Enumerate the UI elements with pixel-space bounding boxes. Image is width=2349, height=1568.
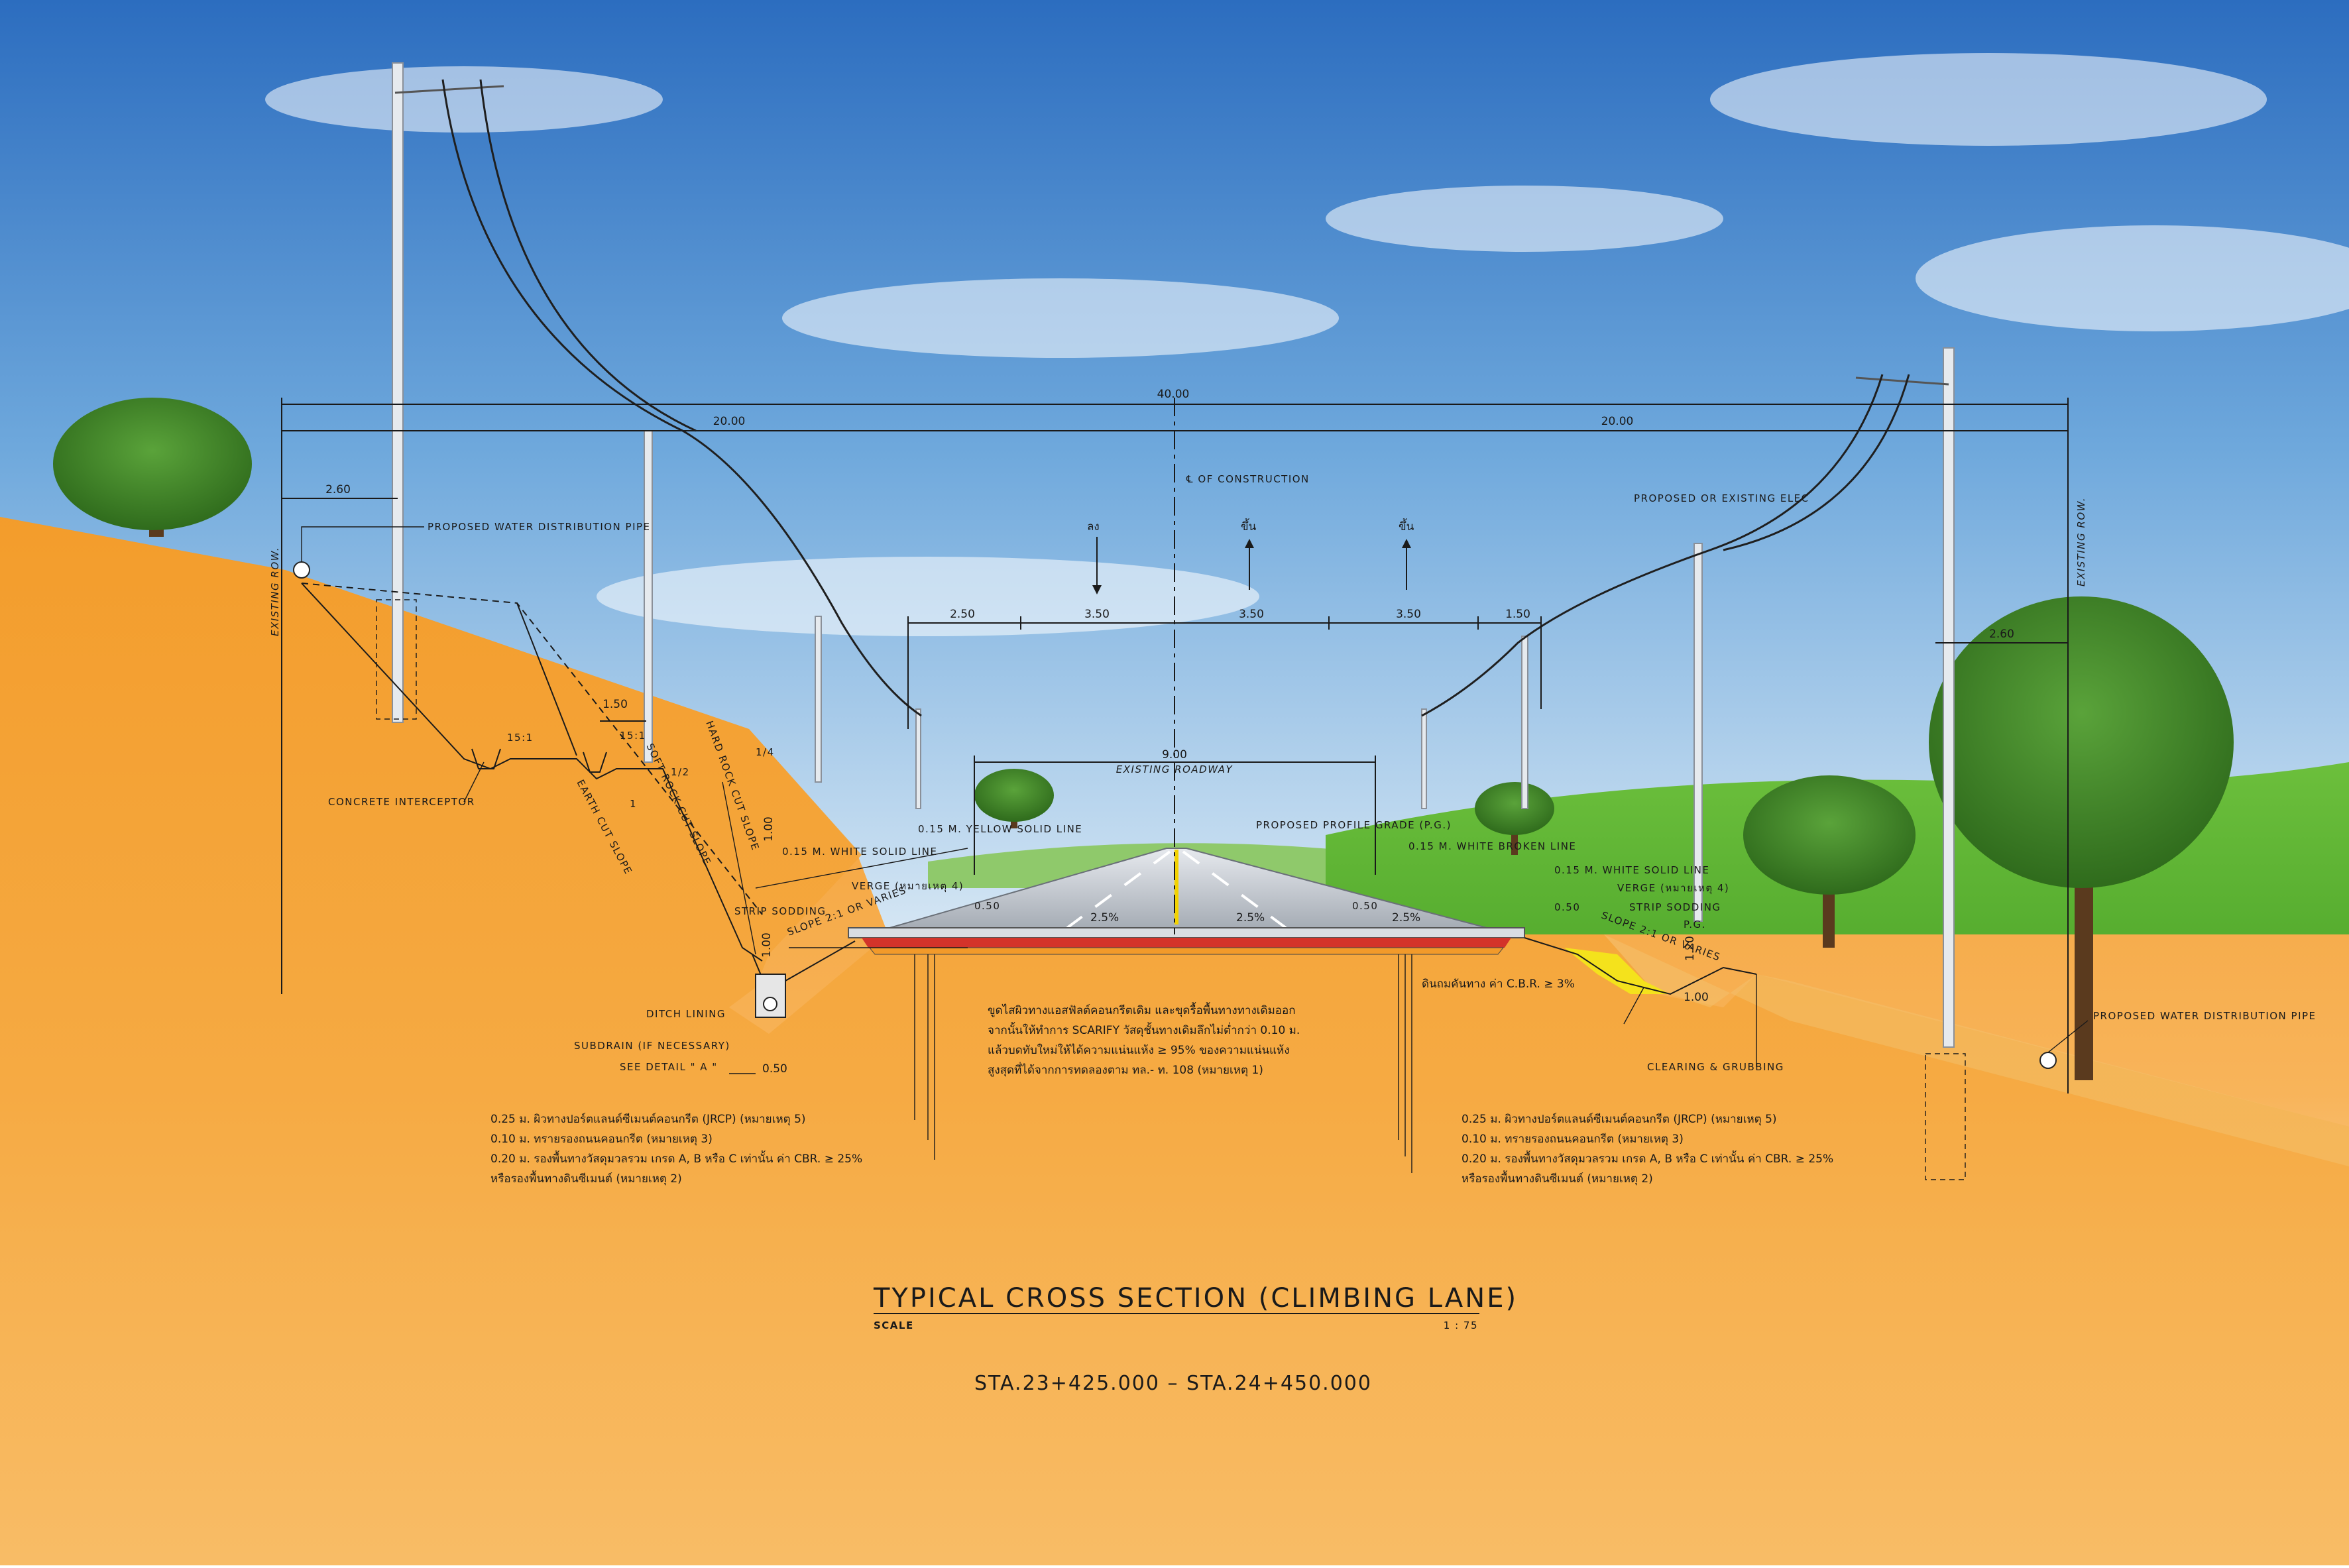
elec-label: PROPOSED OR EXISTING ELEC (1634, 492, 1809, 504)
layer-left-1: 0.25 ม. ผิวทางปอร์ตแลนด์ซีเมนต์คอนกรีต (… (490, 1113, 806, 1126)
embankment-fill (1564, 948, 1670, 994)
ditch-lining-label: DITCH LINING (646, 1008, 726, 1020)
dim-total: 40.00 (1157, 388, 1190, 401)
ratio-15-1-b: 15:1 (620, 730, 646, 742)
crossfall-2: 2.5% (1236, 911, 1265, 924)
layer-right-2: 0.10 ม. ทรายรองถนนคอนกรีต (หมายเหตุ 3) (1461, 1133, 1684, 1146)
dim-half-left: 20.00 (713, 415, 746, 428)
clearing-label: CLEARING & GRUBBING (1647, 1061, 1784, 1073)
strip-sodding-left: STRIP SODDING (734, 905, 827, 917)
subdrain-label: SUBDRAIN (IF NECESSARY) (574, 1040, 730, 1052)
dim-existing-roadway: 9.00 (1162, 748, 1187, 761)
dim-half-right: 20.00 (1601, 415, 1634, 428)
scale-label: SCALE (874, 1319, 914, 1331)
scale-value: 1 : 75 (1444, 1319, 1478, 1331)
clouds (265, 53, 2349, 636)
verge-right-label: VERGE (หมายเหตุ 4) (1617, 882, 1729, 895)
layer-left-3: 0.20 ม. รองพื้นทางวัสดุมวลรวม เกรด A, B … (490, 1150, 862, 1166)
drawing-title: TYPICAL CROSS SECTION (CLIMBING LANE) (873, 1283, 1518, 1314)
dim-left-offset: 2.60 (325, 483, 351, 496)
note-line-2: จากนั้นให้ทำการ SCARIFY วัสดุชั้นทางเดิม… (988, 1022, 1300, 1037)
note-line-3: แล้วบดทับใหม่ให้ได้ความแน่นแห้ง ≥ 95% ขอ… (988, 1043, 1290, 1057)
existing-roadway-label: EXISTING ROADWAY (1116, 763, 1233, 775)
crossfall-3: 2.5% (1392, 911, 1420, 924)
title-block: TYPICAL CROSS SECTION (CLIMBING LANE) SC… (873, 1283, 1518, 1395)
existing-row-left: EXISTING ROW. (269, 547, 281, 636)
dim-right-offset: 2.60 (1989, 628, 2014, 641)
embankment-label: ดินถมคันทาง ค่า C.B.R. ≥ 3% (1422, 978, 1575, 991)
ratio-1-2: 1/2 (671, 766, 690, 778)
verge-left-label: VERGE (หมายเหตุ 4) (852, 880, 964, 893)
dir-up-label-2: ขึ้น (1399, 518, 1414, 533)
see-detail-label: SEE DETAIL " A " (620, 1061, 718, 1073)
note-line-1: ขูดไสผิวทางแอสฟัลต์คอนกรีตเดิม และขุดรื้… (988, 1002, 1296, 1017)
white-line-left-label: 0.15 M. WHITE SOLID LINE (782, 846, 938, 858)
dim-right-ditch: 1.00 (1684, 991, 1709, 1004)
poles (392, 62, 1955, 1048)
dir-down-label: ลง (1087, 520, 1100, 533)
yellow-line-label: 0.15 M. YELLOW SOLID LINE (918, 823, 1082, 835)
profile-grade-label: PROPOSED PROFILE GRADE (P.G.) (1256, 819, 1452, 831)
water-pipe-right (2039, 1052, 2057, 1069)
note-line-4: สูงสุดที่ได้จากการทดลองตาม ทล.- ท. 108 (… (988, 1062, 1263, 1077)
layer-right-4: หรือรองพื้นทางดินซีเมนต์ (หมายเหตุ 2) (1461, 1170, 1653, 1186)
water-pipe-left (293, 561, 310, 579)
crossfall-1: 2.5% (1090, 911, 1119, 924)
slope-lines (293, 561, 2057, 1069)
ratio-15-1-a: 15:1 (507, 732, 534, 744)
dim-right-depth: 1.20 (1684, 936, 1697, 961)
layer-right-1: 0.25 ม. ผิวทางปอร์ตแลนด์ซีเมนต์คอนกรีต (… (1461, 1113, 1777, 1126)
strip-sodding-right: STRIP SODDING (1629, 901, 1721, 913)
dimension-lines (281, 398, 2069, 1093)
pg-label: P.G. (1684, 919, 1706, 930)
ratio-1-4: 1/4 (756, 746, 775, 758)
tree-right-small (1475, 775, 1916, 948)
existing-row-right: EXISTING ROW. (2075, 497, 2087, 587)
direction-arrows (1092, 537, 1411, 594)
dim-bench: 1.50 (602, 698, 628, 711)
dim-lane-3: 3.50 (1239, 608, 1264, 621)
centerline-label: ℄ OF CONSTRUCTION (1186, 473, 1310, 485)
layer-right-3: 0.20 ม. รองพื้นทางวัสดุมวลรวม เกรด A, B … (1461, 1150, 1833, 1166)
dim-ditch-depth: 1.00 (760, 932, 773, 958)
dim-lane-4: 3.50 (1396, 608, 1421, 621)
water-pipe-left-label: PROPOSED WATER DISTRIBUTION PIPE (428, 521, 651, 533)
dim-right-verge-small: 0.50 (1554, 901, 1580, 913)
layer-left-2: 0.10 ม. ทรายรองถนนคอนกรีต (หมายเหตุ 3) (490, 1133, 713, 1146)
dim-verge-right: 0.50 (1352, 900, 1378, 912)
base-layer-red (862, 938, 1511, 948)
dim-lane-5: 1.50 (1505, 608, 1530, 621)
tree-left (53, 398, 252, 537)
station-label: STA.23+425.000 – STA.24+450.000 (974, 1372, 1372, 1395)
dir-up-label-1: ขึ้น (1241, 518, 1257, 533)
dim-cut-height: 1.00 (762, 816, 775, 842)
water-pipe-right-label: PROPOSED WATER DISTRIBUTION PIPE (2093, 1010, 2317, 1022)
dim-verge-left: 0.50 (974, 900, 1000, 912)
tree-mid (974, 769, 1054, 828)
dim-lane-1: 2.50 (950, 608, 975, 621)
white-line-right-label: 0.15 M. WHITE SOLID LINE (1554, 864, 1710, 876)
foundations (376, 599, 1966, 1180)
ratio-1: 1 (630, 798, 637, 810)
dim-ditch-bottom: 0.50 (762, 1062, 787, 1076)
concrete-interceptor-label: CONCRETE INTERCEPTOR (328, 796, 475, 808)
white-broken-label: 0.15 M. WHITE BROKEN LINE (1408, 840, 1576, 852)
dim-lane-2: 3.50 (1084, 608, 1110, 621)
leader-lines (301, 526, 2089, 1173)
tree-right-large (1929, 596, 2234, 1080)
layer-left-4: หรือรองพื้นทางดินซีเมนต์ (หมายเหตุ 2) (490, 1170, 682, 1186)
